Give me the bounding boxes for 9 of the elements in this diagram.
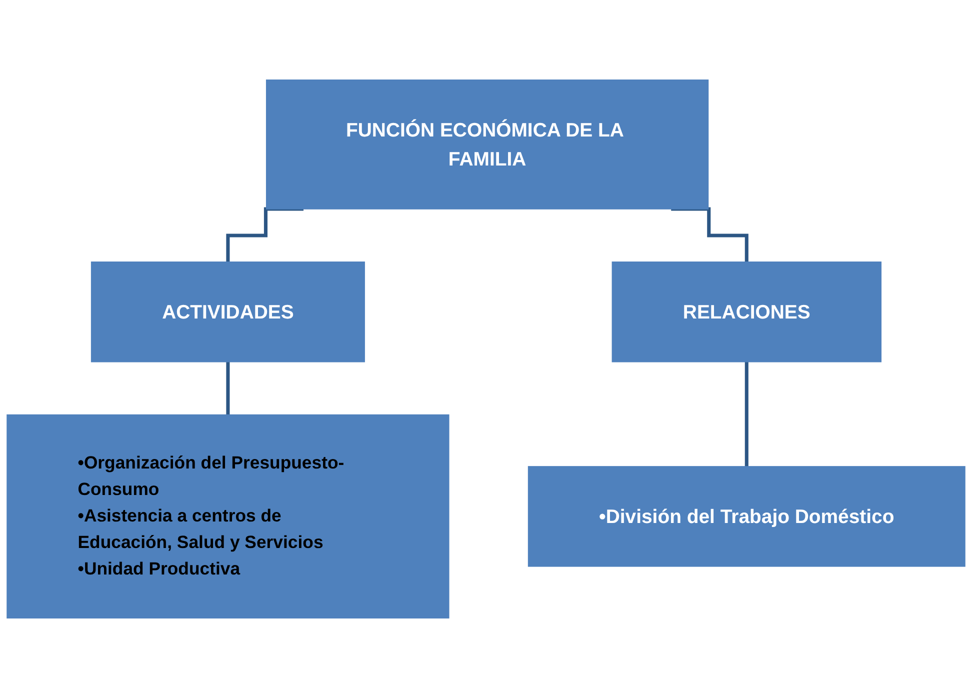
node-box: •División del Trabajo Doméstico [528,466,966,567]
node-box: •Organización del Presupuesto-Consumo •Asistencia a centros de Educación, Salud y Servicios •Unidad Productiva [6,414,450,618]
connector [226,360,230,417]
connector [671,207,748,264]
node-box: RELACIONES [612,262,882,362]
connector [226,207,304,264]
node-box: ACTIVIDADES [90,262,365,362]
connector [744,360,748,468]
node-box: FUNCIÓN ECONÓMICA DE LA FAMILIA [266,80,709,210]
